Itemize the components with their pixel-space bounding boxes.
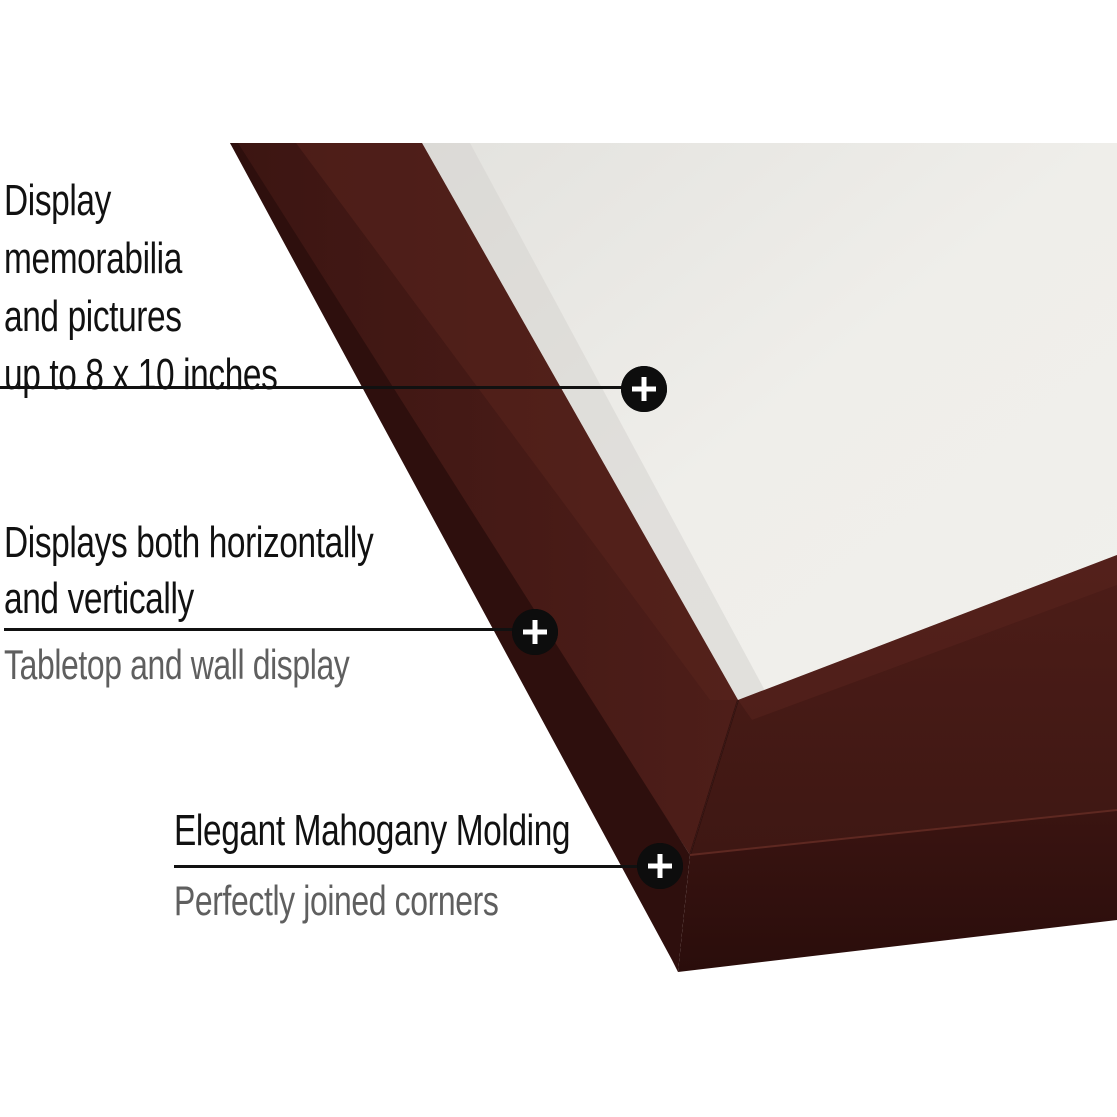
callout-1-heading-text: Display memorabilia and pictures up to 8… bbox=[4, 176, 278, 399]
plus-circle-icon bbox=[621, 366, 667, 412]
frame-left-rail bbox=[230, 143, 738, 855]
callout-2-plus-marker[interactable] bbox=[512, 609, 558, 655]
callout-1-heading: Display memorabilia and pictures up to 8… bbox=[4, 172, 278, 404]
callout-2-heading: Displays both horizontally and verticall… bbox=[4, 515, 374, 627]
frame-bottom-rail bbox=[690, 555, 1117, 855]
mat-board bbox=[422, 143, 1117, 700]
callout-3-heading: Elegant Mahogany Molding bbox=[174, 806, 571, 855]
callout-3-subtext: Perfectly joined corners bbox=[174, 877, 499, 924]
callout-3-leader-line bbox=[174, 865, 644, 868]
frame-edge-highlight bbox=[689, 809, 1117, 856]
frame-bottom-bevel bbox=[738, 555, 1117, 720]
frame-side-depth bbox=[678, 810, 1117, 972]
frame-miter-joint bbox=[689, 699, 739, 856]
plus-circle-icon bbox=[637, 843, 683, 889]
callout-1-plus-marker[interactable] bbox=[621, 366, 667, 412]
callout-1-leader-line bbox=[0, 386, 630, 389]
frame-left-bevel bbox=[296, 143, 738, 700]
plus-circle-icon bbox=[512, 609, 558, 655]
mat-shadow bbox=[422, 143, 770, 700]
callout-2-leader-line bbox=[4, 628, 520, 631]
callout-3-plus-marker[interactable] bbox=[637, 843, 683, 889]
callout-2-subtext: Tabletop and wall display bbox=[4, 641, 350, 688]
callout-2-heading-text: Displays both horizontally and verticall… bbox=[4, 518, 374, 623]
frame-left-edge bbox=[230, 143, 690, 972]
